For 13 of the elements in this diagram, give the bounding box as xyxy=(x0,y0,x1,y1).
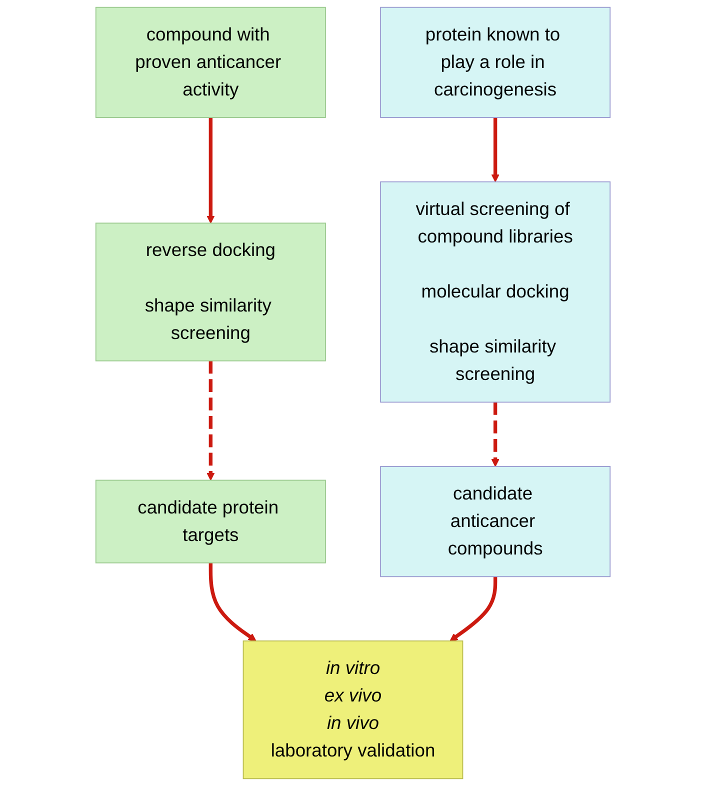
arrow xyxy=(208,562,256,642)
node-box: candidate anticancer compounds xyxy=(380,466,610,578)
arrow xyxy=(490,118,499,182)
arrow xyxy=(449,576,497,642)
arrow xyxy=(206,118,214,224)
node-box: virtual screening of compound libraries molecular docking shape similarity screening xyxy=(380,181,610,403)
node-box: compound with proven anticancer activity xyxy=(94,6,326,118)
node-box: reverse docking shape similarity screening xyxy=(94,222,326,362)
arrow xyxy=(206,360,214,481)
node-box: protein known to play a role in carcinogenesis xyxy=(380,6,610,118)
arrow xyxy=(490,402,499,467)
node-box: candidate protein targets xyxy=(94,480,326,564)
node-box: in vitro ex vivo in vivo laboratory validation xyxy=(242,640,463,780)
